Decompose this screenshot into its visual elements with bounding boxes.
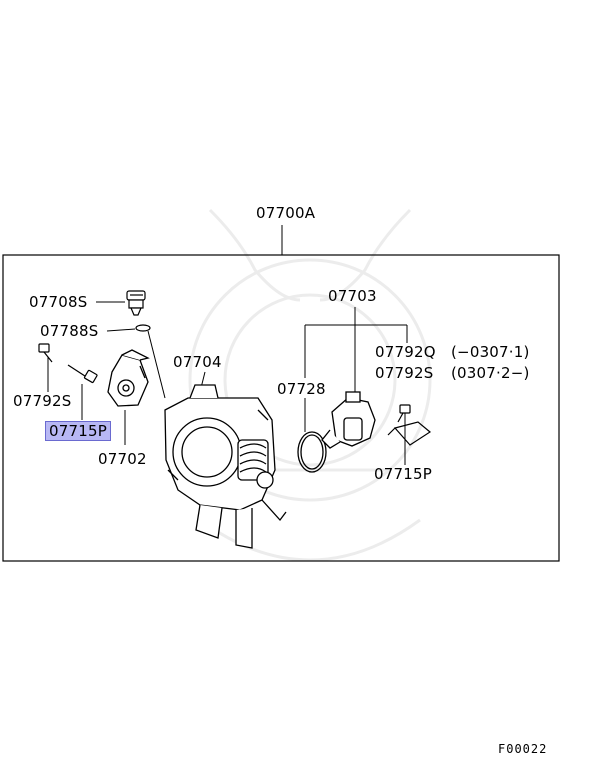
throttle-position-sensor-07702-part <box>107 349 150 407</box>
oring-07788S-part <box>135 324 151 332</box>
label-assembly-07700A: 07700A <box>256 204 316 222</box>
label-07792S-left: 07792S <box>13 392 72 410</box>
label-07704: 07704 <box>173 353 222 371</box>
label-07708S: 07708S <box>29 293 88 311</box>
label-07792S-date-note: (0307·2−) <box>451 364 530 382</box>
screw-07715P-left-part <box>67 364 98 384</box>
label-07728: 07728 <box>277 380 326 398</box>
leader-lines <box>47 301 408 465</box>
label-07702: 07702 <box>98 450 147 468</box>
screw-07792S-left-part <box>38 343 53 363</box>
label-07792Q-date-note: (−0307·1) <box>451 343 530 361</box>
figure-code: F00022 <box>498 742 548 756</box>
throttle-body-07704-part <box>164 384 287 549</box>
bracket-07715P-right-part <box>387 421 432 446</box>
gasket-07728-part <box>297 431 327 473</box>
label-07792S-right: 07792S <box>375 364 434 382</box>
label-07715P-right: 07715P <box>374 465 432 483</box>
label-07715P-highlighted[interactable]: 07715P <box>45 421 111 441</box>
watermark-emblem <box>188 208 432 562</box>
label-07792Q: 07792Q <box>375 343 436 361</box>
label-07703: 07703 <box>328 287 377 305</box>
screw-07792-right-part <box>397 404 411 423</box>
parts-group-frame <box>2 254 560 562</box>
sensor-07708S-part <box>126 290 146 316</box>
idle-speed-actuator-07703-part <box>321 391 376 449</box>
label-07788S: 07788S <box>40 322 99 340</box>
